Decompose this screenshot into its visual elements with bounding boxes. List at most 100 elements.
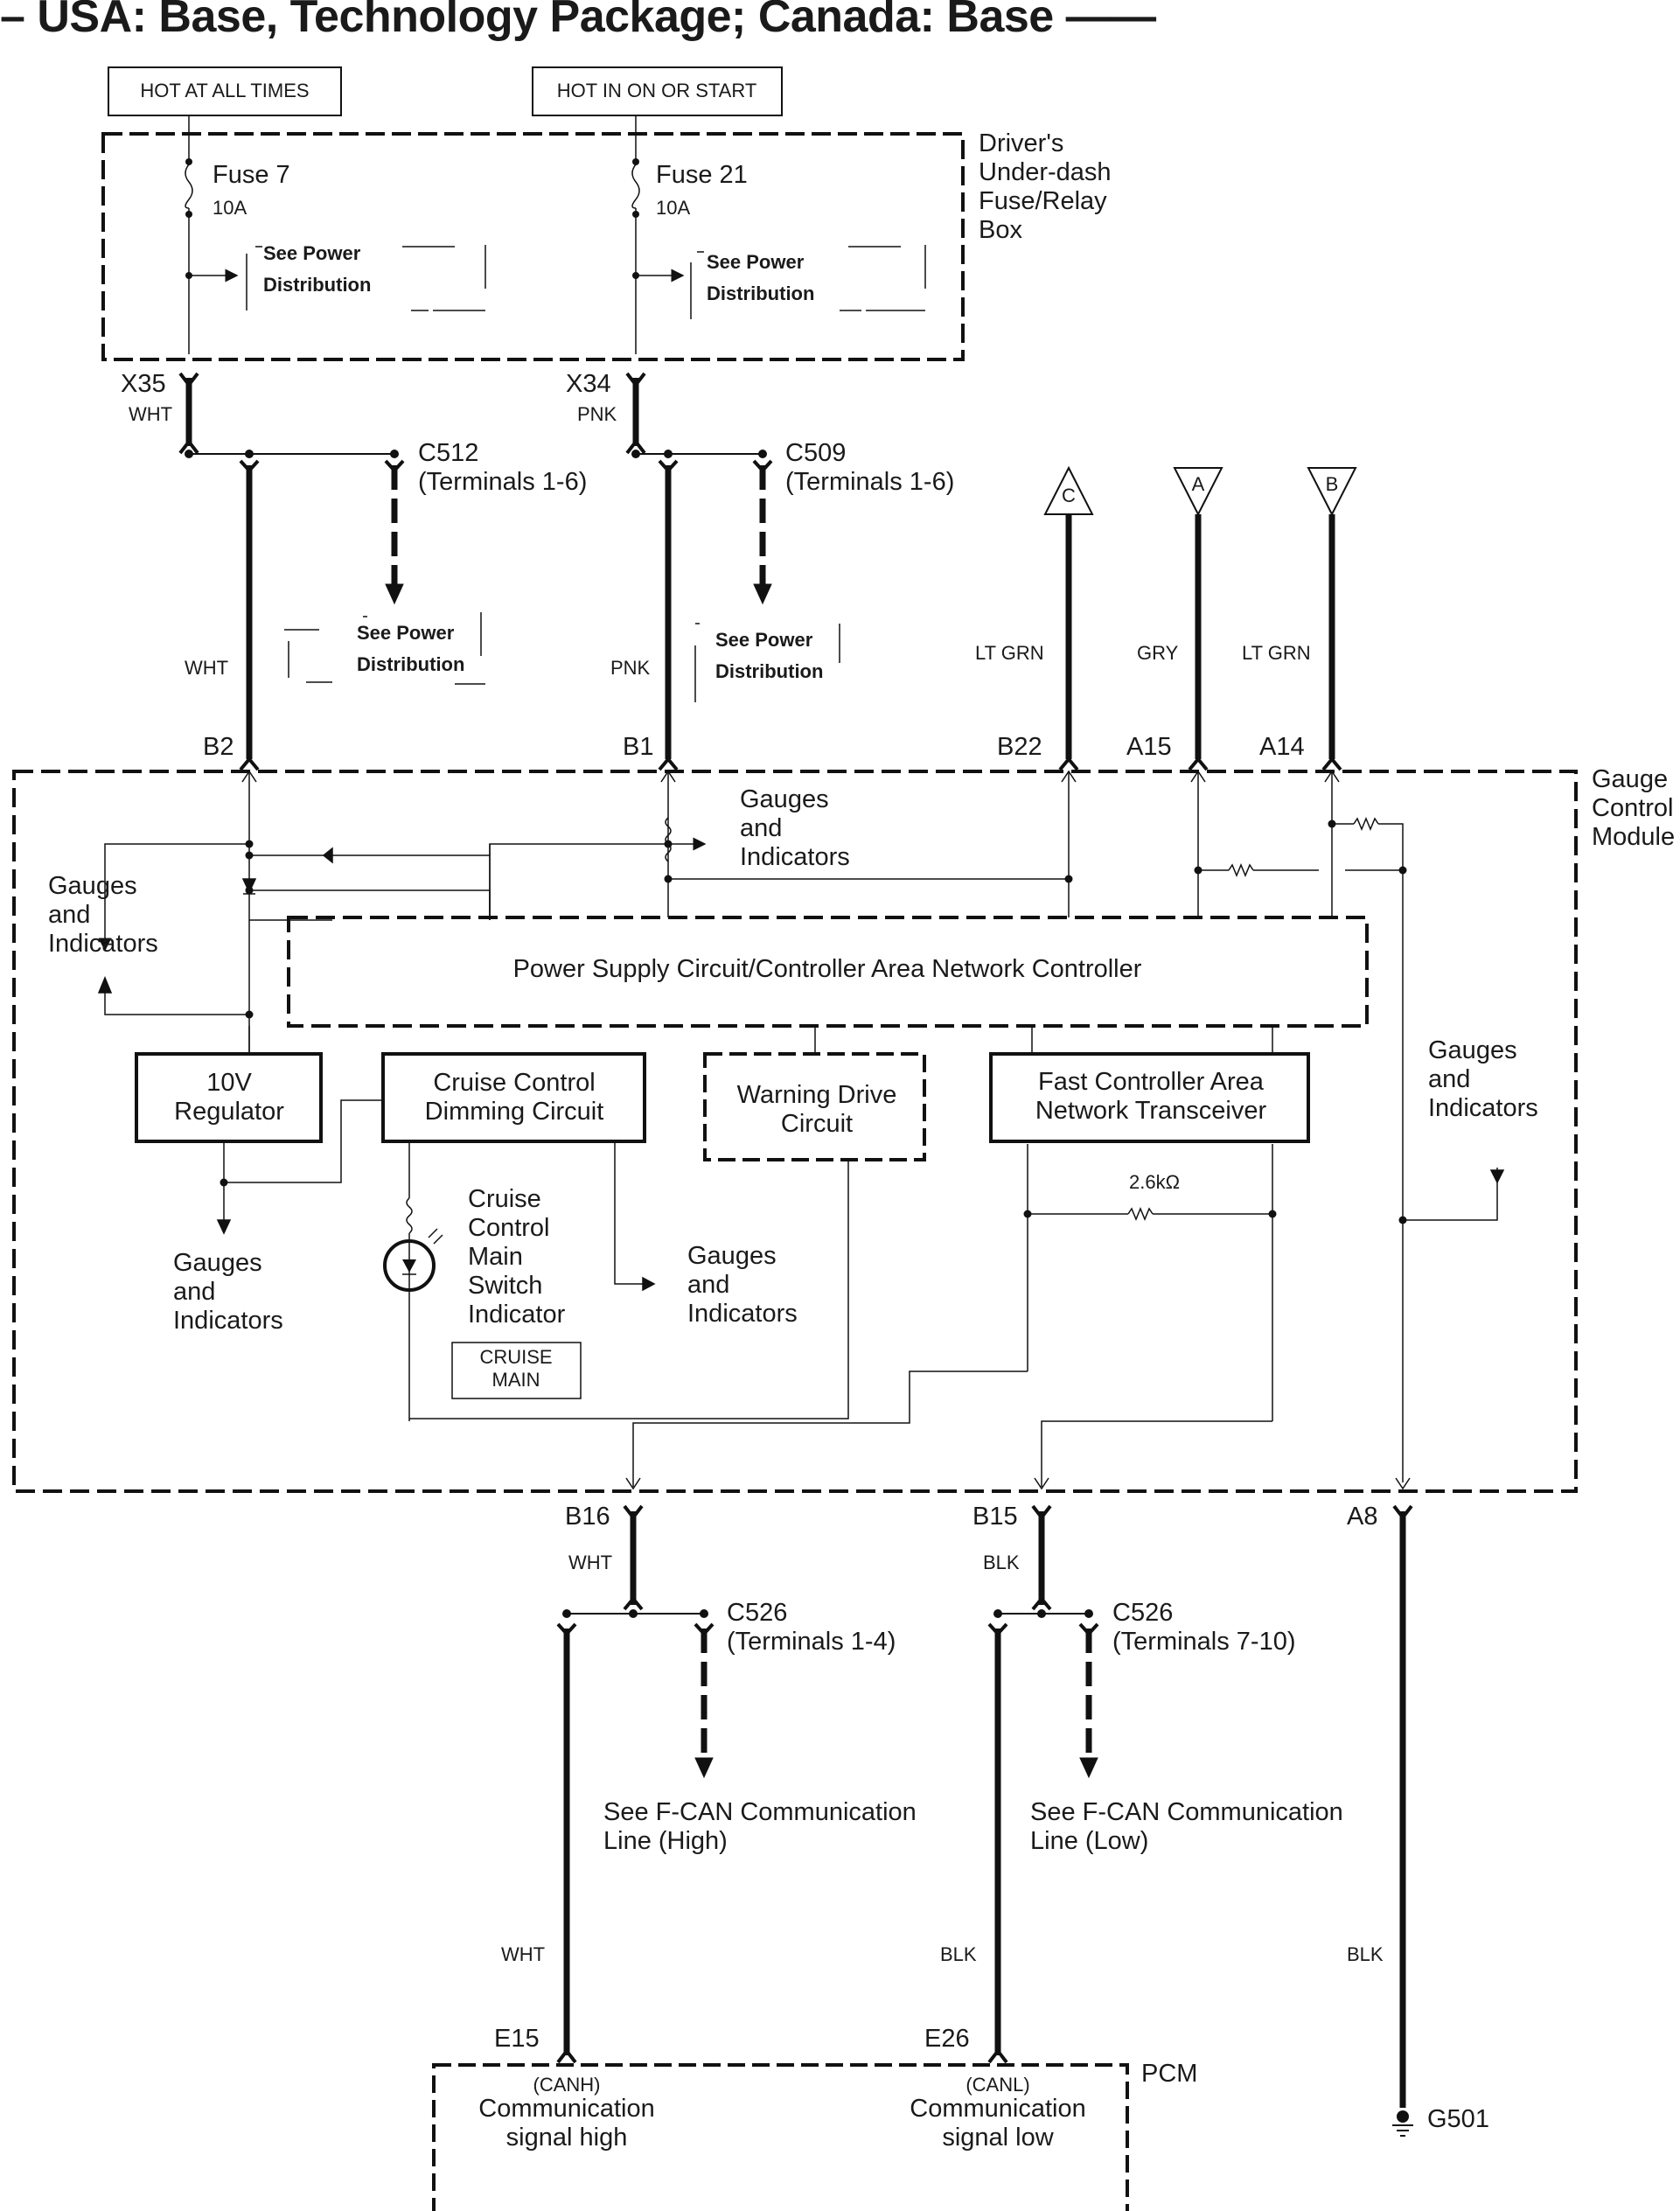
canh-label: (CANH) (533, 2074, 601, 2096)
c526-low-connector (1078, 1622, 1099, 1636)
pin-b1: B1 (623, 733, 654, 761)
c526-high-ref-line1[interactable]: See F-CAN Communication (603, 1798, 917, 1826)
c526-high-connector (694, 1622, 715, 1636)
gauges-cruise-2: and (687, 1271, 730, 1299)
cruise-indicator-line5: Indicator (468, 1301, 566, 1329)
cruise-indicator-line3: Main (468, 1243, 523, 1271)
cruise-badge-line1: CRUISE (479, 1346, 553, 1368)
pin-e26: E26 (924, 2025, 970, 2053)
gauges-reg-1: Gauges (173, 1249, 262, 1277)
gauges-top-1: Gauges (740, 785, 829, 813)
a15-pin-connector (1188, 756, 1209, 771)
gauges-left-2: and (48, 901, 91, 929)
a8-wire-color: BLK (1347, 1943, 1384, 1965)
hot-at-all-times-label: HOT AT ALL TIMES (140, 80, 310, 101)
c509-ref-line2[interactable]: Distribution (715, 660, 824, 682)
x34-connector-top (625, 372, 646, 388)
regulator-box (135, 1052, 323, 1143)
fuse7-symbol (185, 164, 193, 209)
gauges-right-3: Indicators (1428, 1094, 1538, 1122)
fuse-box-label-4: Box (979, 216, 1022, 244)
a14-pin-connector (1321, 756, 1342, 771)
warning-drive-box (703, 1052, 926, 1161)
gauges-right-1: Gauges (1428, 1036, 1517, 1064)
c512-arrow (385, 583, 404, 605)
offpage-a-triangle (1173, 467, 1223, 517)
warning-drive-line1: Warning Drive (736, 1081, 897, 1109)
splice-dots (185, 158, 767, 458)
fuse21-ref-line2[interactable]: Distribution (707, 282, 815, 304)
c512-ref-line2[interactable]: Distribution (357, 653, 465, 675)
pin-a14: A14 (1259, 733, 1305, 761)
x35-label: X35 (121, 370, 166, 398)
offpage-b-triangle (1307, 467, 1357, 517)
ground-icon (1392, 2110, 1413, 2137)
c512-label: C512 (418, 439, 479, 467)
gauges-left-1: Gauges (48, 872, 137, 900)
lower-splice-dots (562, 1609, 1093, 1618)
fuse21-label: Fuse 21 (656, 161, 748, 189)
x34-connector-bottom (625, 438, 646, 455)
resistor-value: 2.6kΩ (1128, 1171, 1181, 1193)
page-title: – USA: Base, Technology Package; Canada:… (0, 0, 1156, 42)
pin-a8: A8 (1347, 1503, 1378, 1531)
c509-ref-line1[interactable]: See Power (715, 629, 813, 651)
gauge-control-module-outline (12, 770, 1578, 1493)
fuse7-rating: 10A (213, 197, 247, 219)
cruise-badge-line2: MAIN (491, 1369, 540, 1391)
cruise-indicator-line1: Cruise (468, 1185, 541, 1213)
cruise-dimming-line1: Cruise Control (433, 1069, 596, 1097)
b16-connector (623, 1504, 644, 1521)
canh-desc2: signal high (505, 2124, 628, 2152)
gauge-module-label-3: Module (1592, 823, 1676, 851)
c526-low-ref-line1[interactable]: See F-CAN Communication (1030, 1798, 1343, 1826)
hot-at-all-times-box (108, 66, 342, 116)
pin-b22: B22 (997, 733, 1042, 761)
a14-wire-color: LT GRN (1242, 642, 1311, 664)
c512-ref-line1[interactable]: See Power (357, 622, 455, 644)
power-dist-ref-box-1 (246, 245, 486, 311)
gauges-top-3: Indicators (740, 843, 850, 871)
power-dist-ref-box-2 (690, 245, 926, 319)
led-light-rays-icon (428, 1228, 443, 1245)
gauges-top-2: and (740, 814, 783, 842)
regulator-line2: Regulator (174, 1098, 284, 1126)
c526-high-ref-line2[interactable]: Line (High) (603, 1827, 728, 1855)
b22-wire-color: LT GRN (975, 642, 1044, 664)
internal-wiring (97, 770, 1505, 1490)
cruise-dimming-box (381, 1052, 646, 1143)
fast-can-box (989, 1052, 1310, 1143)
fuse21-ref-line1[interactable]: See Power (707, 251, 805, 273)
canl-label: (CANL) (965, 2074, 1030, 2096)
pcm-outline (432, 2063, 1129, 2211)
c526-low-ref-line2[interactable]: Line (Low) (1030, 1827, 1149, 1855)
canl-desc1: Communication (910, 2095, 1086, 2123)
b2-pin-connector (239, 756, 260, 771)
e26-pin-connector (987, 2047, 1008, 2064)
cruise-indicator-line2: Control (468, 1214, 550, 1242)
c526-low-terminals: (Terminals 7-10) (1112, 1628, 1296, 1656)
offpage-c-label[interactable]: C (1062, 485, 1076, 506)
c509-label: C509 (785, 439, 847, 467)
gauges-reg-3: Indicators (173, 1307, 283, 1335)
pcm-label: PCM (1141, 2060, 1198, 2088)
e26-wire-color: BLK (940, 1943, 977, 1965)
module-dots (220, 820, 1407, 1224)
gauges-right-2: and (1428, 1065, 1471, 1093)
offpage-b-label[interactable]: B (1325, 473, 1339, 495)
fuse7-ref-line2[interactable]: Distribution (263, 274, 372, 296)
fuse-box-label-2: Under-dash (979, 158, 1112, 186)
pin-b16: B16 (565, 1503, 610, 1531)
c509-arrow (753, 583, 772, 605)
c526-high-terminals: (Terminals 1-4) (727, 1628, 896, 1656)
c509-connector (752, 459, 773, 473)
offpage-a-label[interactable]: A (1191, 473, 1205, 495)
gauges-reg-2: and (173, 1278, 216, 1306)
b15-connector-lower (1031, 1595, 1052, 1611)
c526-high-arrow (694, 1757, 714, 1779)
fuse21-symbol (631, 164, 640, 209)
fuse7-ref-line1[interactable]: See Power (263, 242, 361, 264)
pin-e15: E15 (494, 2025, 540, 2053)
fast-can-line1: Fast Controller Area (1038, 1068, 1264, 1096)
